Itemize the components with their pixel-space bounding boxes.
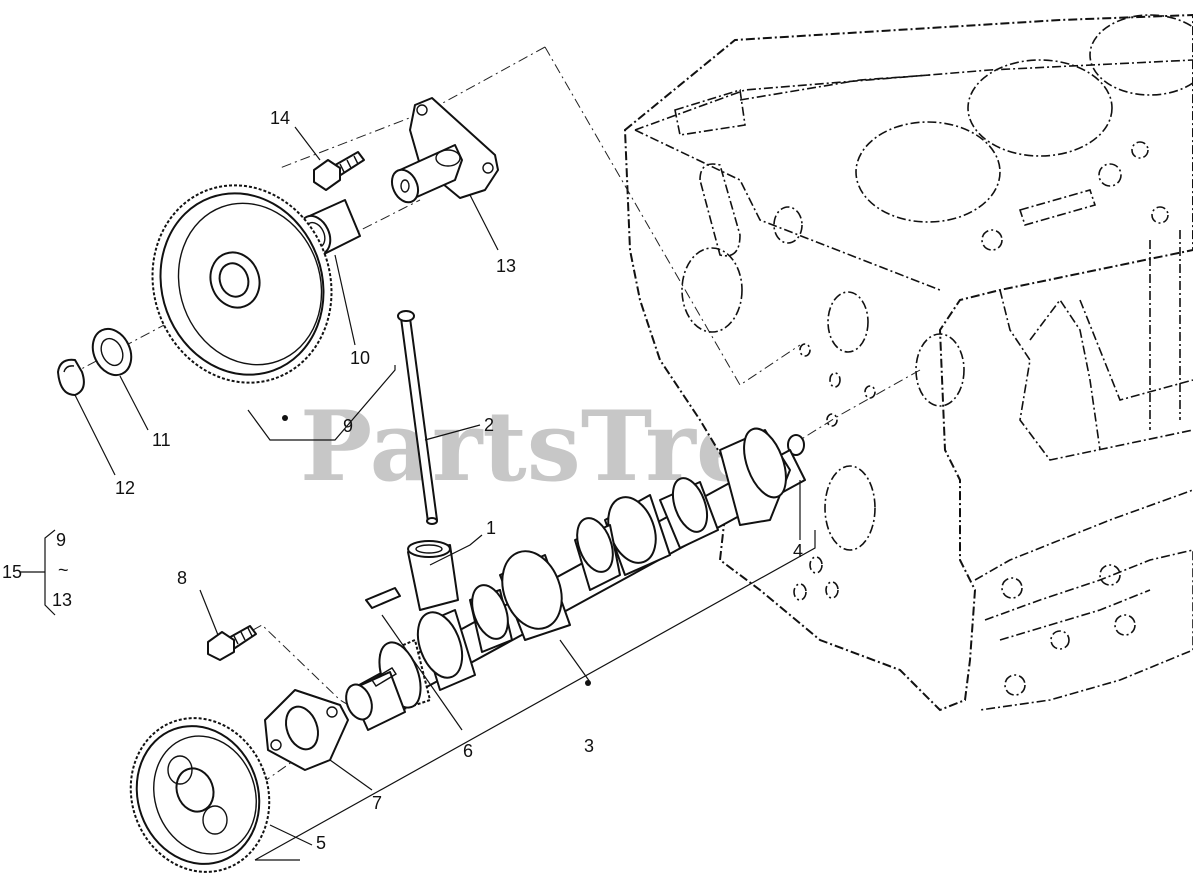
group-range-from: 9 xyxy=(56,530,66,550)
callout-14: 14 xyxy=(270,108,290,128)
callout-7: 7 xyxy=(372,793,382,813)
callout-labels: 1 2 3 4 5 6 7 8 9 10 11 12 13 14 xyxy=(115,108,803,853)
callout-11: 11 xyxy=(152,430,171,450)
callout-8: 8 xyxy=(177,568,187,588)
leader-lines xyxy=(20,126,816,861)
push-rod-2 xyxy=(397,310,438,525)
cam-gear-5 xyxy=(129,717,271,873)
group-range-to: 13 xyxy=(52,590,72,610)
group-range-mark: ~ xyxy=(58,560,69,580)
thrust-plate-7 xyxy=(264,689,349,771)
bolt-14 xyxy=(313,151,365,191)
idler-shaft-bracket xyxy=(390,97,499,204)
group-label: 15 xyxy=(2,562,22,582)
o-ring-4 xyxy=(787,434,805,456)
callout-2: 2 xyxy=(484,415,494,435)
circlip-12 xyxy=(57,358,85,396)
engine-block xyxy=(623,13,1193,712)
callout-12: 12 xyxy=(115,478,135,498)
bolt-8 xyxy=(207,625,257,661)
idler-gear-9 xyxy=(151,184,333,384)
callout-5: 5 xyxy=(316,833,326,853)
callout-6: 6 xyxy=(463,741,473,761)
callout-9: 9 xyxy=(343,416,353,436)
camshaft-3 xyxy=(345,427,806,731)
callout-1: 1 xyxy=(486,518,496,538)
callout-4: 4 xyxy=(793,541,803,561)
callout-3: 3 xyxy=(584,736,594,756)
callout-13: 13 xyxy=(496,256,516,276)
assembly-group-15: 15 9 ~ 13 xyxy=(2,530,72,610)
reference-dots xyxy=(282,415,591,686)
tappet-1 xyxy=(407,540,459,611)
collar-11 xyxy=(91,327,133,377)
callout-10: 10 xyxy=(350,348,370,368)
key-6 xyxy=(365,587,401,609)
